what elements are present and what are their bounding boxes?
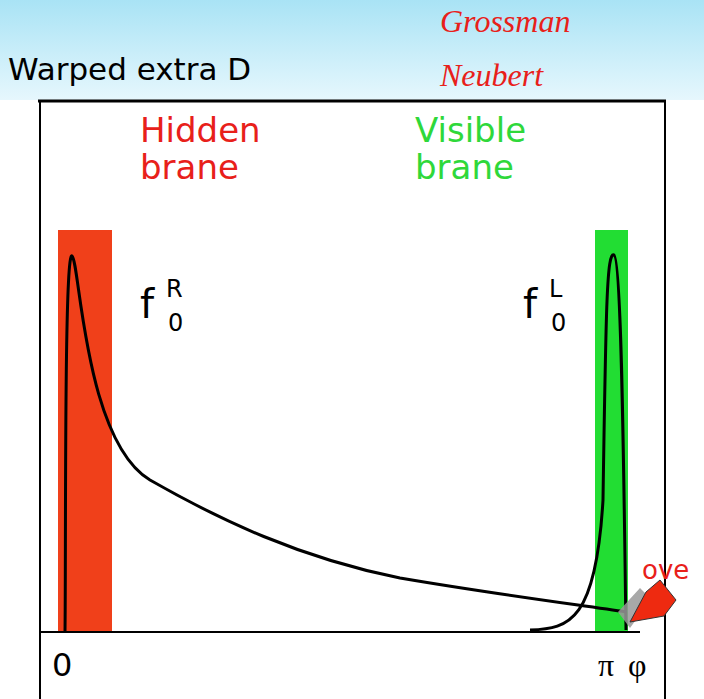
axis-variable: φ [628,648,646,683]
frame-left [39,100,41,699]
overlap-arrow [630,580,676,622]
axis-tick: 0 [52,648,72,683]
axis-tick: π [598,648,614,683]
author-name: Grossman [440,4,570,39]
function-symbol: f [523,282,537,326]
slide-title: Warped extra D [8,52,251,86]
subscript: 0 [168,310,183,336]
superscript: L [549,276,562,302]
axis [40,631,640,633]
author-name: Neubert [440,58,543,93]
function-symbol: f [140,282,154,326]
left-zero-mode-curve [530,255,626,630]
header-band [0,0,704,100]
subscript: 0 [551,310,566,336]
callout-text: ove [642,556,689,585]
brane-label: Hidden brane [140,112,310,187]
frame-top [38,100,666,103]
superscript: R [166,276,183,302]
brane-label: Visible brane [415,112,585,187]
right-zero-mode-curve [65,256,626,632]
